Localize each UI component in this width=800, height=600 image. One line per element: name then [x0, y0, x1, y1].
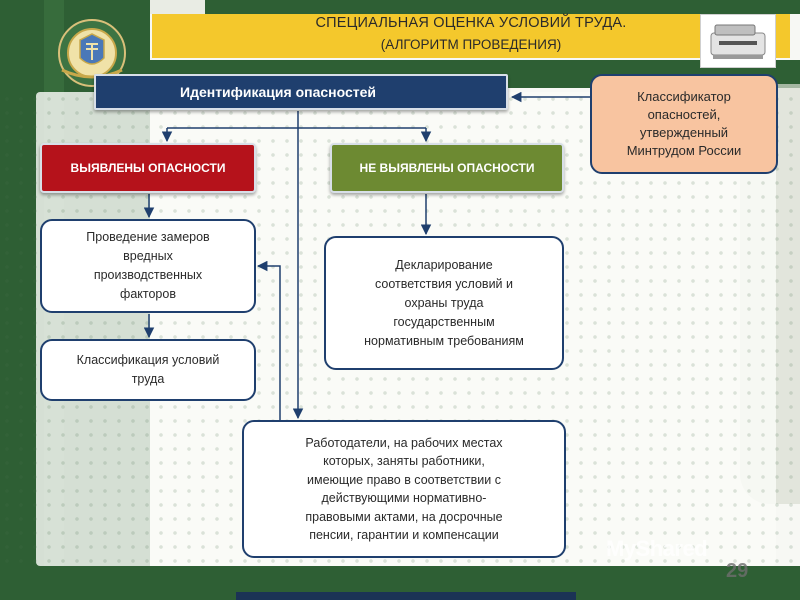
university-emblem-icon [58, 19, 126, 87]
hazards-found-node: ВЫЯВЛЕНЫ ОПАСНОСТИ [40, 143, 256, 193]
declaration-node: Декларирование соответствия условий и ох… [324, 236, 564, 370]
classification-line: труда [131, 372, 165, 386]
employers-line: Работодатели, на рабочих местах [305, 435, 503, 450]
classification-line: Классификация условий [76, 353, 220, 367]
employers-line: действующими нормативно- [321, 491, 487, 505]
identification-node: Идентификация опасностей [94, 74, 508, 110]
declaration-line: соответствия условий и [374, 276, 513, 291]
equipment-photo [700, 14, 776, 68]
printer-device-icon [710, 24, 766, 59]
measurements-node: Проведение замеров вредных производствен… [40, 219, 256, 313]
employers-line: пенсии, гарантии и компенсации [309, 528, 499, 542]
watermark-logo: MyShared [606, 536, 708, 561]
declaration-line: Декларирование [395, 257, 493, 272]
measurements-line: производственных [93, 268, 203, 282]
measurements-line: Проведение замеров [86, 230, 210, 244]
employers-line: имеющие право в соответствии с [307, 472, 501, 487]
classifier-line: опасностей, [647, 107, 721, 122]
declaration-line: охраны труда [404, 295, 484, 310]
classifier-node: Классификатор опасностей, утвержденный М… [590, 74, 778, 174]
declaration-line: нормативным требованиям [364, 333, 524, 348]
hazards-not-found-node: НЕ ВЫЯВЛЕНЫ ОПАСНОСТИ [330, 143, 564, 193]
background-bottom-bar [236, 592, 576, 600]
background-top-strip [150, 0, 800, 14]
employers-line: которых, заняты работники, [323, 454, 485, 468]
title-band [152, 14, 790, 58]
measurements-line: факторов [120, 287, 176, 301]
background-accent [150, 0, 205, 14]
slide-title: СПЕЦИАЛЬНАЯ ОЦЕНКА УСЛОВИЙ ТРУДА. [315, 15, 627, 31]
classification-node: Классификация условий труда [40, 339, 256, 401]
page-number: 29 [726, 560, 749, 582]
declaration-line: государственным [393, 314, 495, 329]
slide-subtitle: (АЛГОРИТМ ПРОВЕДЕНИЯ) [380, 37, 562, 52]
measurements-line: вредных [123, 249, 173, 263]
classifier-line: утвержденный [639, 125, 729, 140]
classifier-line: Минтрудом России [626, 143, 742, 158]
classifier-line: Классификатор [637, 89, 731, 104]
employers-node: Работодатели, на рабочих местах которых,… [242, 420, 566, 558]
employers-line: правовыми актами, на досрочные [305, 509, 503, 524]
